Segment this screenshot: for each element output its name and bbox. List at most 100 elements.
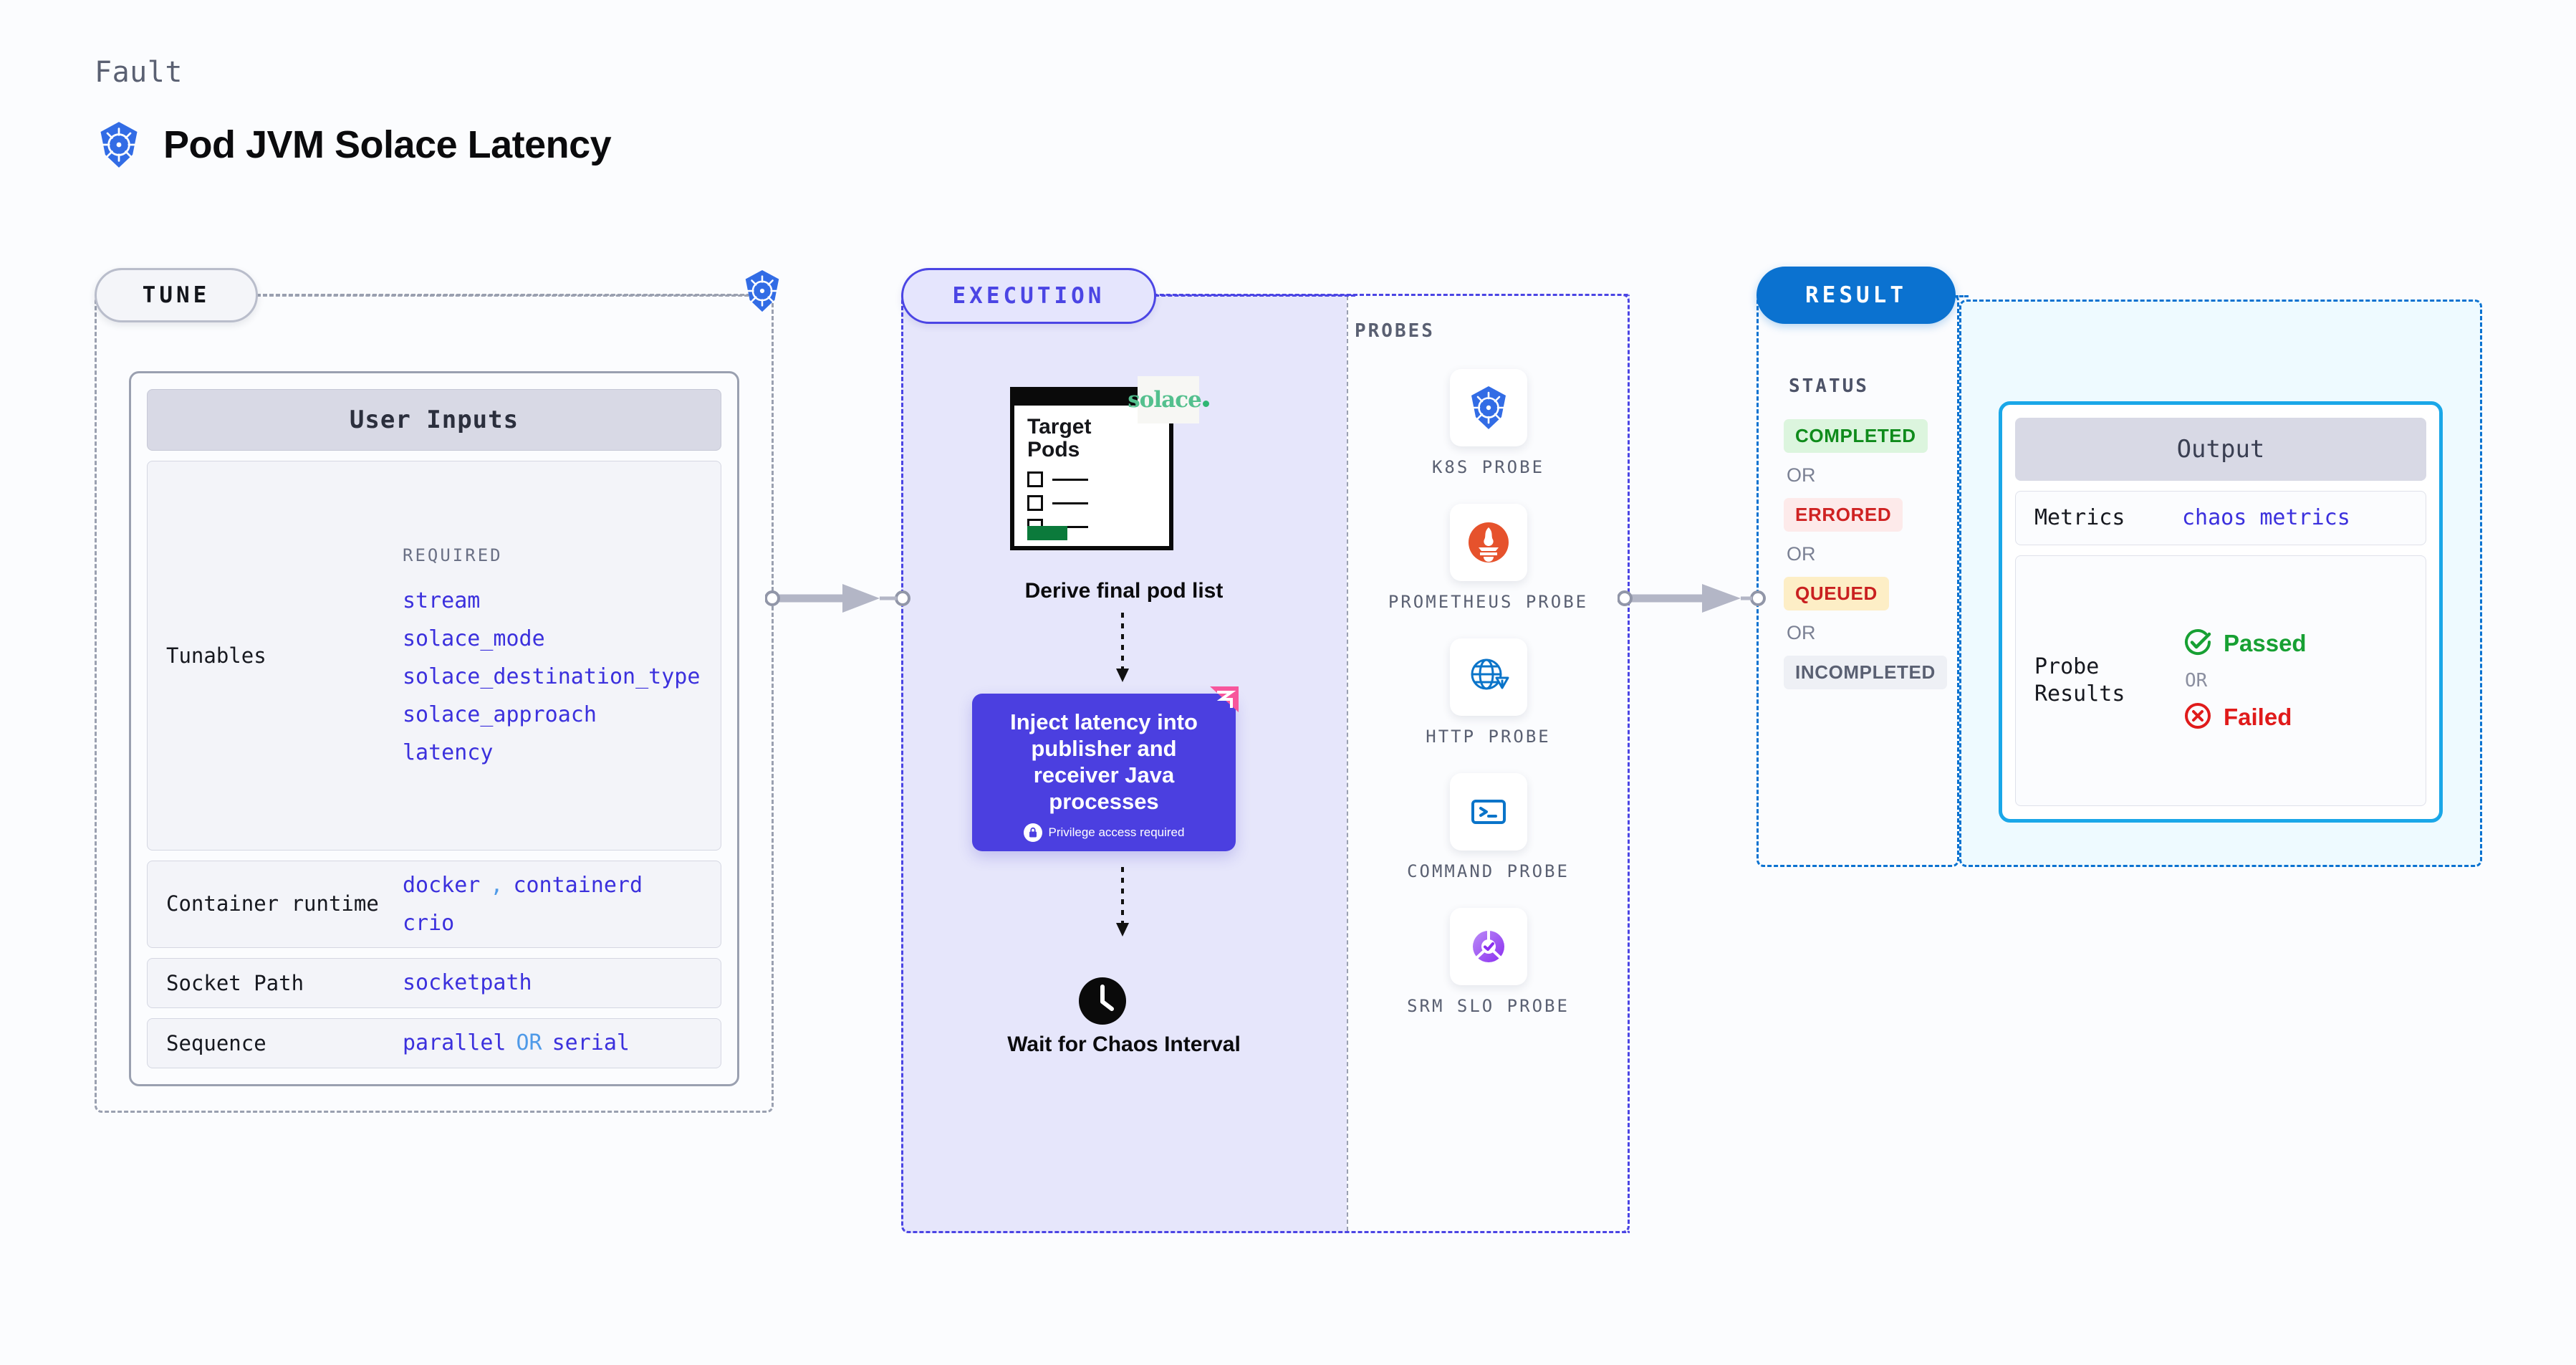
status-or-2: OR — [1787, 543, 1816, 565]
wait-for-chaos-caption: Wait for Chaos Interval — [1007, 1033, 1241, 1056]
page-title: Pod JVM Solace Latency — [163, 123, 612, 166]
sequence-label: Sequence — [166, 1030, 266, 1055]
document-title: Target Pods — [1027, 415, 1092, 462]
solace-dot-icon — [1202, 401, 1209, 407]
status-badge-incompleted: INCOMPLETED — [1784, 656, 1947, 689]
prometheus-icon — [1449, 504, 1527, 581]
inject-latency-text: Inject latency into publisher and receiv… — [1010, 709, 1198, 815]
probe-result-or: OR — [2185, 669, 2208, 691]
probe-result-passed: Passed — [2182, 626, 2307, 661]
execution-connector-line — [1155, 294, 1355, 297]
text-rule — [1052, 525, 1088, 528]
probe-label: COMMAND PROBE — [1407, 861, 1570, 881]
status-badge-errored: ERRORED — [1784, 498, 1903, 532]
derive-pod-list-caption: Derive final pod list — [1024, 579, 1224, 603]
arrow-down-to-wait — [1112, 867, 1133, 942]
socket-path-value[interactable]: socketpath — [403, 970, 532, 996]
container-runtime-label: Container runtime — [166, 891, 379, 916]
socket-path-label: Socket Path — [166, 970, 304, 995]
tunable-solace-mode[interactable]: solace_mode — [403, 626, 545, 652]
kubernetes-badge-icon — [740, 269, 784, 317]
container-runtime-row: Container runtime docker , containerd cr… — [147, 860, 721, 948]
tune-pill[interactable]: TUNE — [95, 268, 258, 322]
sequence-values: parallel OR serial — [403, 1030, 630, 1055]
pink-corner-icon — [1207, 684, 1241, 719]
document-checklist-item — [1027, 471, 1088, 487]
probe-label: K8S PROBE — [1431, 457, 1545, 477]
status-list: COMPLETED OR ERRORED OR QUEUED OR INCOMP… — [1784, 419, 1948, 689]
probes-title: PROBES — [1355, 320, 1435, 342]
inject-latency-card[interactable]: Inject latency into publisher and receiv… — [972, 686, 1239, 851]
document-checklist-item — [1027, 495, 1088, 511]
status-title: STATUS — [1789, 375, 1869, 397]
privilege-access-label: Privilege access required — [1048, 825, 1185, 840]
metrics-value[interactable]: chaos metrics — [2182, 505, 2350, 531]
x-circle-icon — [2182, 700, 2214, 735]
tunable-latency[interactable]: latency — [403, 740, 494, 766]
metrics-label: Metrics — [2034, 505, 2125, 530]
runtime-containerd[interactable]: containerd — [513, 872, 643, 898]
arrow-execution-to-result — [1617, 582, 1775, 618]
arrow-down-to-inject — [1112, 613, 1133, 688]
runtime-docker[interactable]: docker — [403, 872, 481, 898]
status-badge-completed: COMPLETED — [1784, 419, 1928, 453]
result-connector-line — [1954, 295, 1969, 297]
arrow-tune-to-execution — [764, 582, 915, 618]
clock-icon — [1077, 976, 1128, 1030]
user-inputs-title: User Inputs — [147, 389, 721, 451]
status-badge-queued: QUEUED — [1784, 577, 1889, 610]
probe-label: PROMETHEUS PROBE — [1388, 592, 1589, 612]
probes-list: K8S PROBE PROMETHEUS PROBE — [1347, 369, 1630, 1043]
socket-path-row: Socket Path socketpath — [147, 957, 721, 1008]
sequence-parallel[interactable]: parallel — [403, 1030, 506, 1056]
probe-item-prometheus[interactable]: PROMETHEUS PROBE — [1347, 504, 1630, 613]
probes-divider — [1347, 296, 1348, 1231]
user-inputs-card: User Inputs Tunables REQUIRED stream sol… — [129, 371, 739, 1086]
result-pill[interactable]: RESULT — [1756, 267, 1956, 324]
lock-icon — [1023, 823, 1042, 843]
tunables-label: Tunables — [166, 643, 266, 668]
probe-item-http[interactable]: HTTP PROBE — [1347, 638, 1630, 747]
tunables-values: REQUIRED stream solace_mode solace_desti… — [403, 545, 700, 765]
text-rule — [1052, 478, 1088, 481]
probe-item-command[interactable]: COMMAND PROBE — [1347, 773, 1630, 882]
passed-label: Passed — [2224, 630, 2307, 657]
solace-logo: solace — [1128, 376, 1209, 423]
tunable-solace-approach[interactable]: solace_approach — [403, 702, 597, 728]
document-green-bar — [1027, 526, 1067, 540]
probe-result-failed: Failed — [2182, 700, 2307, 735]
checkbox-icon — [1027, 471, 1043, 487]
sequence-serial[interactable]: serial — [552, 1030, 630, 1056]
tunables-row: Tunables REQUIRED stream solace_mode sol… — [147, 461, 721, 851]
output-title: Output — [2015, 418, 2426, 481]
tunable-solace-destination-type[interactable]: solace_destination_type — [403, 664, 701, 690]
http-globe-warning-icon — [1449, 638, 1527, 716]
probe-item-k8s[interactable]: K8S PROBE — [1347, 369, 1630, 478]
srm-slo-icon — [1449, 908, 1527, 985]
runtime-separator: , — [490, 872, 504, 898]
container-runtime-values: docker , containerd crio — [403, 873, 643, 936]
kubernetes-icon — [1449, 369, 1527, 446]
probe-label: SRM SLO PROBE — [1407, 996, 1570, 1016]
terminal-icon — [1449, 773, 1527, 851]
metrics-row: Metrics chaos metrics — [2015, 491, 2426, 545]
tune-connector-line — [256, 294, 768, 297]
text-rule — [1052, 502, 1088, 504]
solace-wordmark: solace — [1128, 387, 1202, 413]
page-title-row: Pod JVM Solace Latency — [95, 120, 612, 169]
probe-label: HTTP PROBE — [1426, 727, 1551, 747]
probe-results-values: Passed OR Failed — [2182, 626, 2307, 735]
failed-label: Failed — [2224, 704, 2292, 731]
tunable-stream[interactable]: stream — [403, 588, 481, 614]
probes-section-container — [1347, 294, 1630, 1233]
required-label: REQUIRED — [403, 545, 503, 566]
probe-item-srm-slo[interactable]: SRM SLO PROBE — [1347, 908, 1630, 1017]
runtime-crio[interactable]: crio — [403, 910, 455, 936]
checkbox-icon — [1027, 495, 1043, 511]
execution-pill[interactable]: EXECUTION — [901, 268, 1156, 324]
kubernetes-icon — [95, 120, 143, 169]
